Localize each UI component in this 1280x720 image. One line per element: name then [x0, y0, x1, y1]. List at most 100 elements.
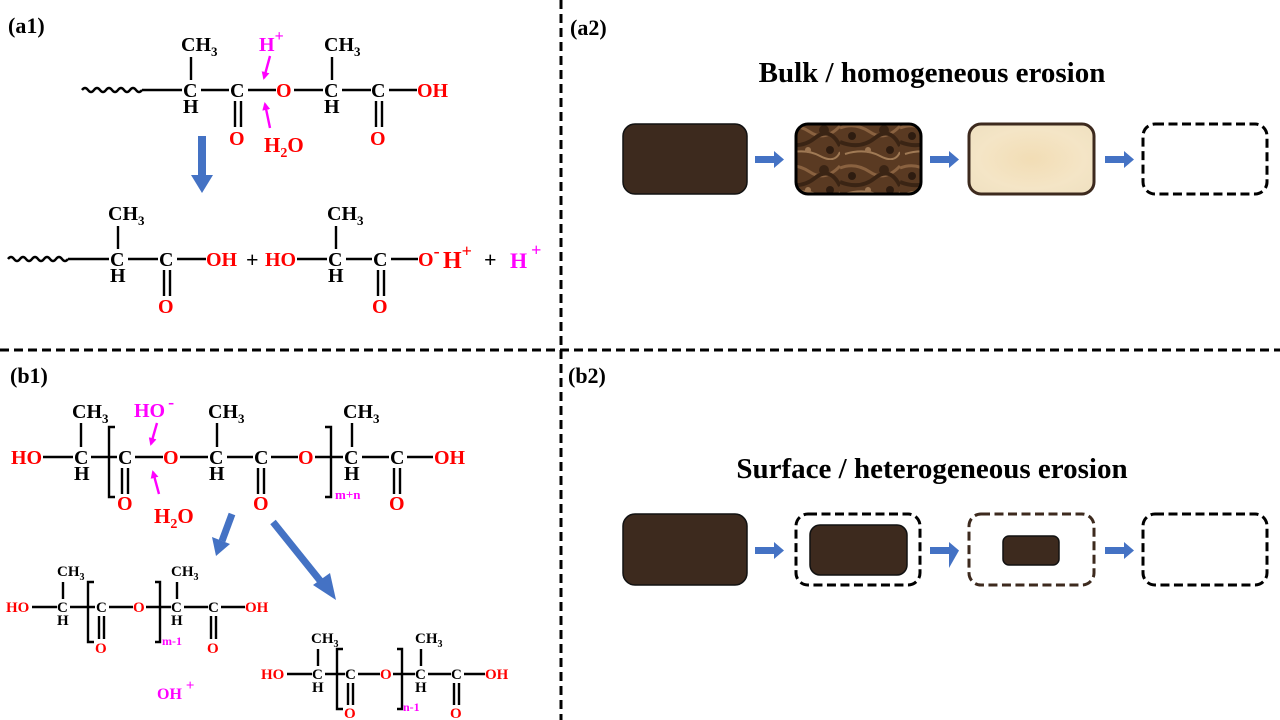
atom-carbon: C: [312, 667, 323, 683]
stage-small-core: [1002, 535, 1060, 566]
atom-carbon: C: [415, 667, 426, 683]
atom-hydrogen: H: [171, 613, 183, 629]
b1-product-m: HO C H CH3 C O O m-1 C H CH3 C O: [6, 564, 269, 657]
hydroxyl-group: OH: [434, 447, 466, 469]
reaction-arrow-down: [191, 136, 213, 193]
atom-carbon: C: [159, 249, 173, 271]
repeat-bracket-open: [107, 425, 115, 499]
a1-product-2: HO C H CH3 C O O- H+: [265, 203, 472, 318]
atom-oxygen: O: [389, 493, 405, 515]
flow-arrow-right: [930, 542, 959, 568]
atom-oxygen: O: [344, 706, 356, 720]
atom-hydrogen: H: [57, 613, 69, 629]
plus-sign: +: [246, 247, 259, 272]
atom-oxygen-ester: O: [380, 667, 392, 683]
atom-oxygen-ester: O: [298, 447, 314, 469]
atom-oxygen-ester: O: [276, 80, 292, 102]
panel-label-b2: (b2): [568, 363, 606, 388]
flow-arrow-right: [755, 542, 784, 559]
methyl-group: CH3: [57, 564, 85, 583]
catalyst-attack-arrow: [261, 55, 272, 80]
stage-original-outline: [794, 512, 922, 587]
atom-carbon: C: [345, 667, 356, 683]
carboxylate-oxygen: O-: [418, 241, 440, 271]
atom-carbon: C: [171, 600, 182, 616]
plus-sign: +: [484, 247, 497, 272]
methyl-group: CH3: [327, 203, 364, 228]
panel-b2: (b2) Surface / heterogeneous erosion: [568, 363, 1269, 587]
methyl-group: CH3: [311, 631, 339, 650]
bulk-erosion-title: Bulk / homogeneous erosion: [759, 57, 1106, 89]
atom-carbon: C: [344, 447, 358, 469]
wavy-bond: [81, 86, 143, 94]
surface-erosion-title: Surface / heterogeneous erosion: [736, 453, 1127, 485]
methyl-group: CH3: [415, 631, 443, 650]
methyl-group: CH3: [343, 401, 380, 426]
atom-hydrogen: H: [415, 680, 427, 696]
panel-a2: (a2) Bulk / homogeneous erosion: [570, 15, 1269, 196]
flow-arrow-right: [930, 151, 959, 168]
repeat-subscript: m-1: [162, 634, 182, 648]
hydroxyl-group: OH: [417, 80, 449, 102]
atom-hydrogen: H: [324, 96, 340, 118]
atom-carbon: C: [328, 249, 342, 271]
panel-a1: (a1) C H CH3 C O O C H CH3 C O: [7, 13, 541, 318]
hydroxide-ion: OH+: [157, 678, 194, 703]
atom-hydrogen: H: [328, 265, 344, 287]
wavy-bond: [7, 255, 69, 263]
atom-oxygen: O: [229, 128, 245, 150]
methyl-group: CH3: [324, 34, 361, 59]
hydroxyl-group: OH: [206, 249, 238, 271]
panel-label-a1: (a1): [8, 13, 45, 38]
atom-carbon: C: [96, 600, 107, 616]
stage-eroded-outline: [1141, 122, 1269, 196]
hydroxyl-group: HO: [6, 600, 29, 616]
stage-degraded-sample: [967, 122, 1096, 196]
atom-oxygen: O: [158, 296, 174, 318]
hydroxyl-group: OH: [245, 600, 269, 616]
b1-reactant: HO C H CH3 C O O C H CH3 C O O: [11, 401, 466, 515]
atom-oxygen: O: [450, 706, 462, 720]
atom-hydrogen: H: [183, 96, 199, 118]
hydroxide-catalyst: HO-: [134, 392, 174, 422]
panel-b1: (b1) HO C H CH3 C O O C H CH3 C O: [6, 363, 509, 720]
atom-carbon: C: [183, 80, 197, 102]
panel-label-a2: (a2): [570, 15, 607, 40]
atom-carbon: C: [451, 667, 462, 683]
atom-oxygen: O: [117, 493, 133, 515]
repeat-bracket-open: [335, 647, 343, 711]
atom-oxygen-ester: O: [163, 447, 179, 469]
stage-shrunk-core: [809, 524, 908, 576]
atom-carbon: C: [110, 249, 124, 271]
repeat-bracket-close: [397, 647, 404, 711]
proton-catalyst: H+: [259, 28, 284, 56]
hydroxyl-group: HO: [11, 447, 42, 469]
repeat-subscript: m+n: [335, 487, 361, 502]
a1-reactant: C H CH3 C O O C H CH3 C O OH: [81, 34, 449, 150]
atom-carbon: C: [208, 600, 219, 616]
atom-carbon: C: [57, 600, 68, 616]
stage-porous-sample: [794, 122, 923, 196]
methyl-group: CH3: [171, 564, 199, 583]
stage-intact-sample: [622, 123, 748, 195]
b1-product-n: HO C H CH3 C O O n-1 C H CH3 C O: [261, 631, 509, 720]
catalyst-attack-arrow: [148, 422, 159, 446]
repeat-bracket-close: [155, 580, 162, 644]
stage-intact-sample: [622, 513, 748, 586]
methyl-group: CH3: [72, 401, 109, 426]
flow-arrow-right: [1105, 542, 1134, 559]
atom-carbon: C: [390, 447, 404, 469]
repeat-bracket-close: [325, 425, 333, 499]
atom-oxygen: O: [95, 641, 107, 657]
atom-hydrogen: H: [312, 680, 324, 696]
atom-oxygen: O: [372, 296, 388, 318]
free-proton: H+: [510, 240, 541, 273]
atom-hydrogen: H: [110, 265, 126, 287]
repeat-subscript: n-1: [403, 700, 420, 714]
stage-original-outline: [967, 512, 1096, 587]
water-attack-arrow: [150, 470, 161, 495]
a1-product-1: C H CH3 C O OH: [7, 203, 238, 318]
stage-eroded-outline: [1141, 512, 1269, 587]
reaction-arrow-right: [270, 519, 336, 600]
